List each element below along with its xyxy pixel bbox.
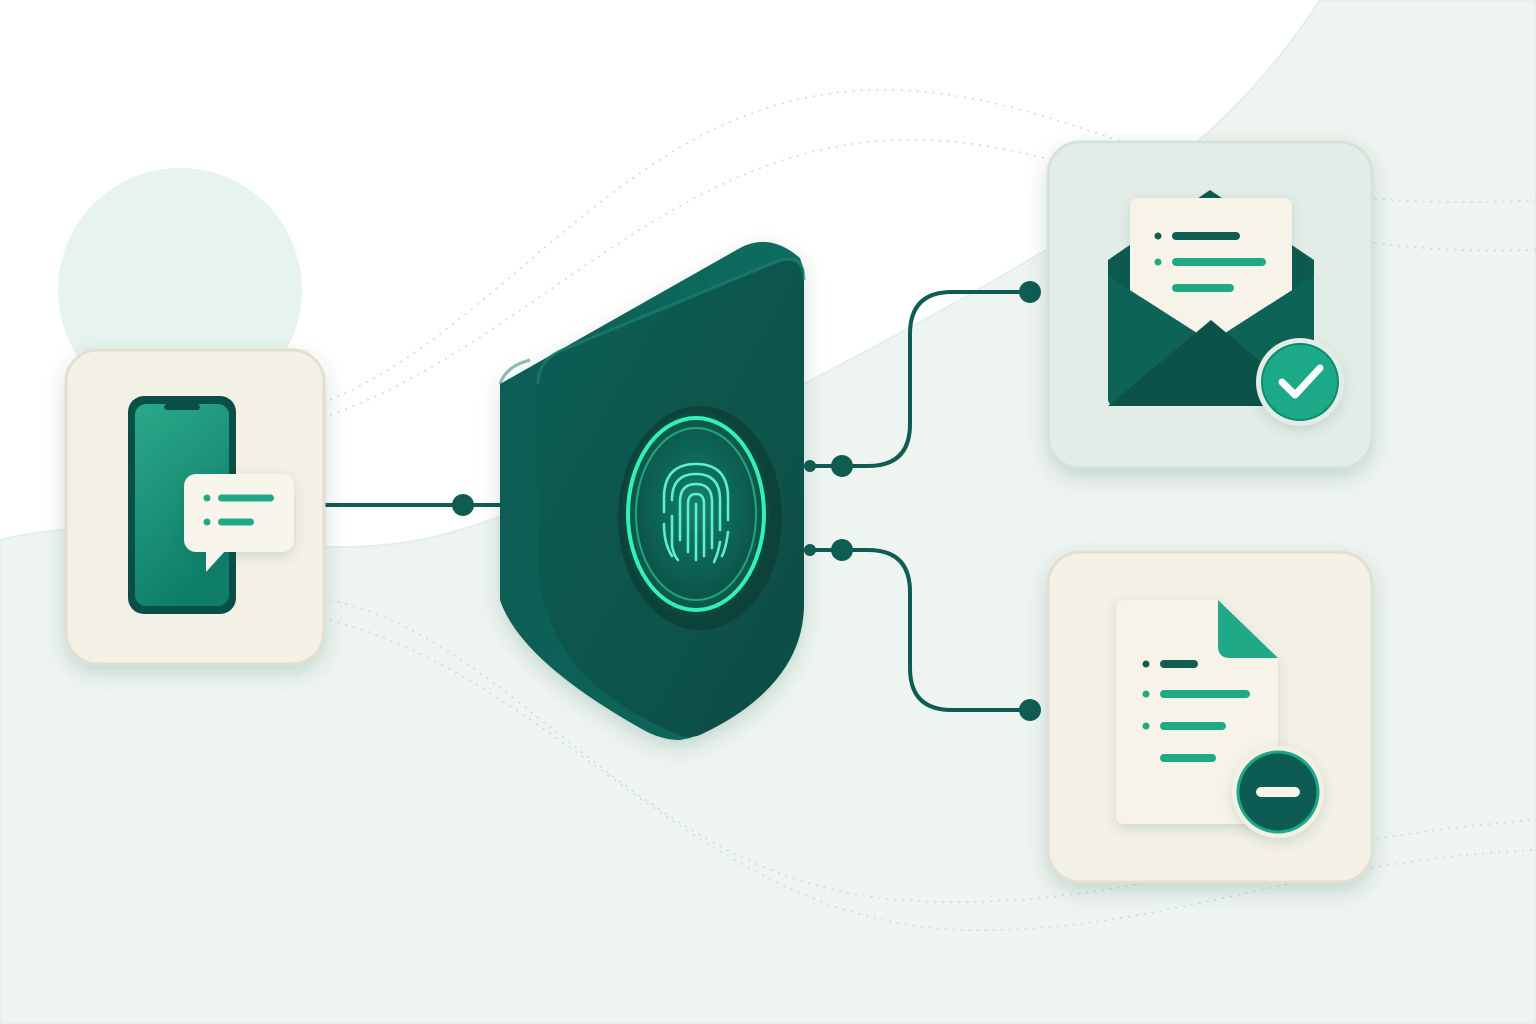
smartphone-message-icon: [128, 396, 294, 614]
connector-dots: [452, 281, 1041, 721]
mail-card: [1046, 140, 1374, 470]
minus-icon: [1232, 746, 1324, 838]
check-icon: [1256, 338, 1344, 426]
fingerprint-icon: [662, 462, 730, 564]
fingerprint-button: [618, 406, 782, 630]
dotted-flow-lines: [329, 89, 1536, 931]
document-card: [1046, 550, 1374, 884]
document-rejected-icon: [1116, 600, 1278, 824]
fingerprint-shield-icon: [498, 241, 806, 740]
phone-card: [64, 348, 326, 666]
